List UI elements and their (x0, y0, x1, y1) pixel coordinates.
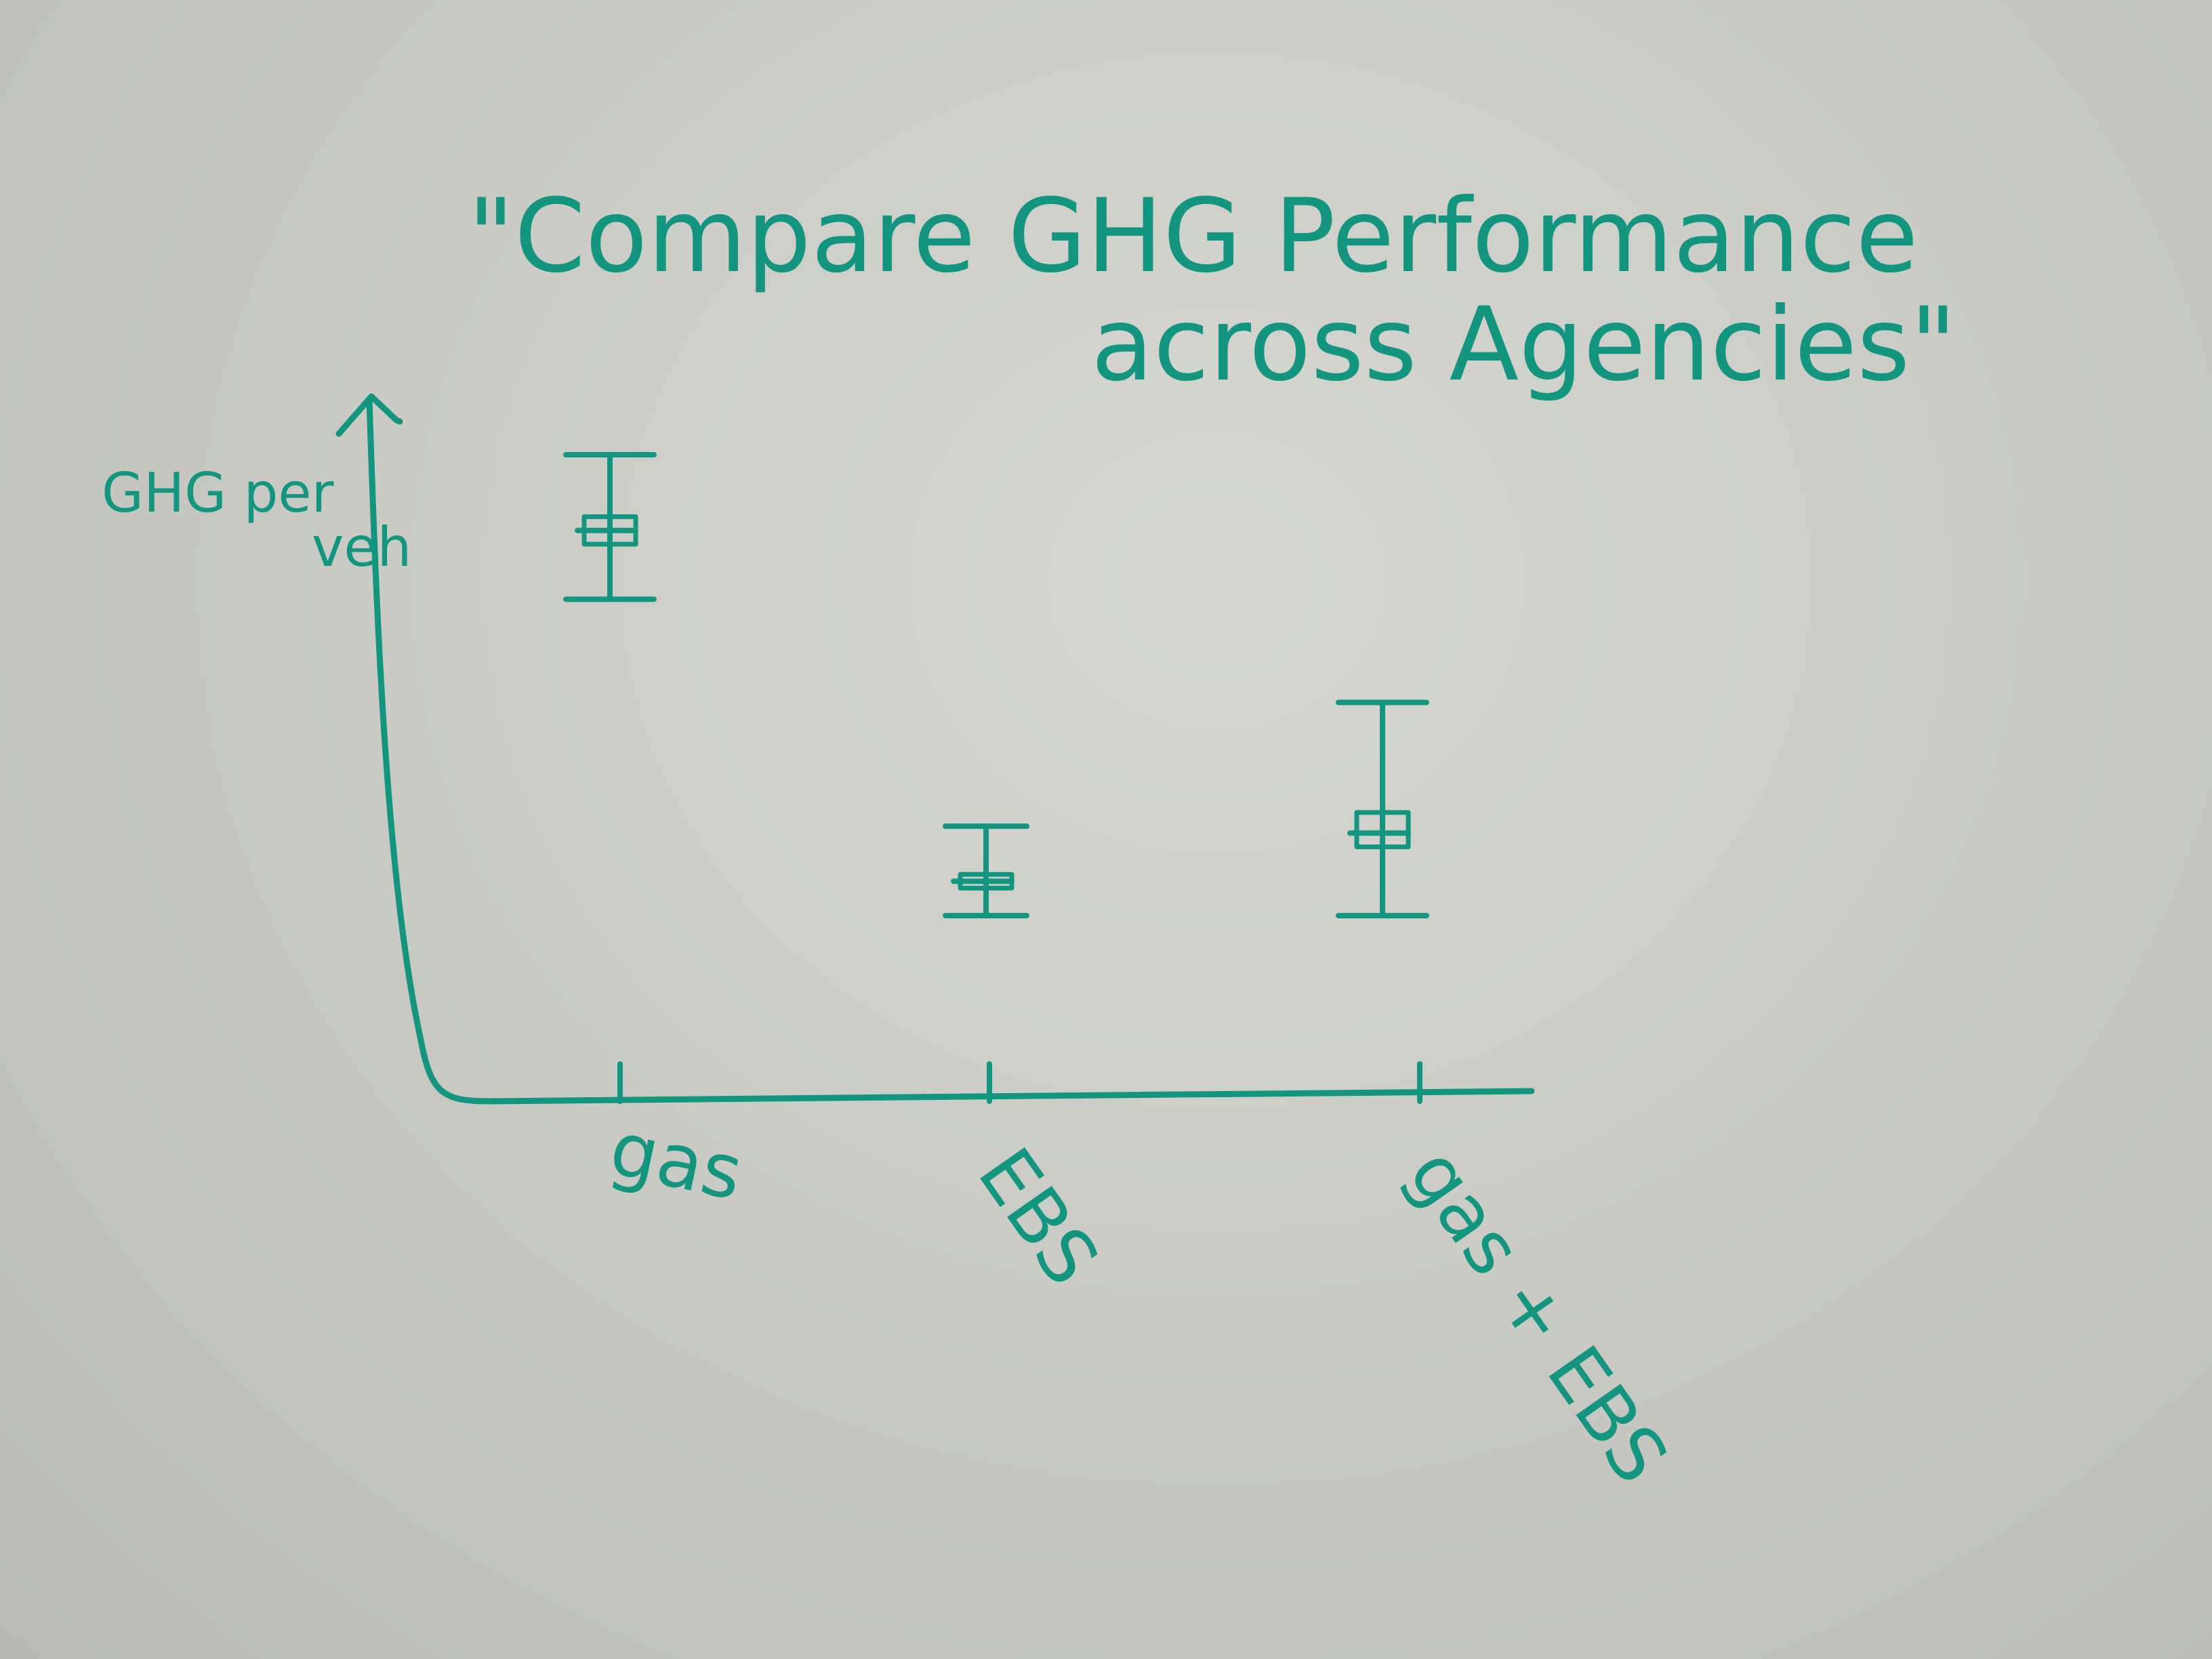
y-axis-arrow-icon (335, 393, 403, 437)
y-axis-label-line2: veh (312, 516, 411, 579)
x-tick-label: gas (603, 1105, 750, 1217)
chart-title-line1: "Compare GHG Performance (468, 178, 1919, 295)
x-tick-label: EBS (962, 1132, 1115, 1300)
iqr-box (1354, 810, 1411, 850)
x-tick-label: gas + EBS (1392, 1132, 1685, 1498)
y-axis-label-line1: GHG per (102, 462, 334, 525)
chart-title-line2: across Agencies" (1091, 286, 1957, 404)
chart-marks: gas EBS gas + EBS (563, 452, 1685, 1498)
y-axis (366, 396, 1535, 1105)
